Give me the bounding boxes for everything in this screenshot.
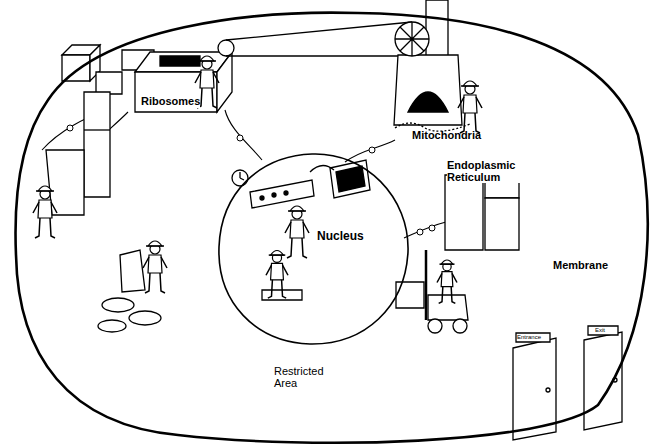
coil [429, 225, 435, 231]
door-sign [516, 333, 550, 342]
panel-button [284, 191, 288, 195]
cell-membrane: NucleusMembrane [8, 5, 653, 445]
forklift-body [428, 295, 468, 320]
furnace [394, 0, 470, 131]
lamp [310, 165, 334, 172]
sack [98, 320, 126, 332]
control-room [232, 160, 370, 300]
node-label: Nucleus [317, 230, 364, 243]
machine-top [135, 52, 232, 72]
monitor-screen [336, 166, 365, 192]
pulley-wheel [395, 22, 429, 56]
cabinet [84, 92, 110, 197]
panel-button [272, 193, 276, 197]
furnace-body [394, 55, 462, 125]
crate [62, 55, 90, 81]
coil [369, 147, 375, 153]
belt [226, 55, 412, 56]
node-outline [8, 5, 653, 445]
storage-area [46, 45, 161, 332]
coil [237, 135, 243, 141]
worker [266, 251, 288, 299]
nucleus-circle: Nucleus [215, 152, 410, 347]
coil [417, 229, 423, 235]
control-panel [250, 180, 314, 208]
clock [232, 170, 248, 186]
wire [404, 222, 446, 238]
sack [129, 311, 161, 325]
door-sign-text: Exit [595, 327, 605, 333]
clock-hands [240, 172, 244, 180]
forklift-wheel [453, 319, 467, 333]
ribosome-machine [122, 40, 234, 112]
part-label: Endoplasmic Reticulum [447, 160, 523, 183]
part-label: Mitochondria [412, 130, 481, 142]
machine-panel [160, 56, 200, 66]
shelf-box [445, 175, 483, 250]
chimney [426, 0, 448, 58]
worker [285, 206, 309, 258]
node-outline [215, 152, 410, 347]
forklift-wheel [428, 319, 442, 333]
sack [102, 298, 134, 312]
panel-button [260, 196, 264, 200]
cabinet-shelf [84, 129, 110, 130]
worker [143, 241, 167, 293]
monitor [330, 160, 370, 198]
forklift-mast [425, 250, 428, 320]
door [584, 332, 622, 430]
outline-path [15, 13, 647, 443]
worker [33, 186, 57, 238]
part-label: Ribosomes [141, 96, 200, 108]
door-sign [588, 326, 618, 335]
pulley-spokes [395, 22, 429, 56]
door-sign-text: Entrance [517, 334, 541, 340]
node-label: Membrane [553, 260, 608, 272]
belt [226, 22, 412, 40]
drive-wheel [218, 40, 234, 56]
wire [225, 110, 262, 160]
door-knob [546, 388, 550, 392]
doors [513, 326, 622, 440]
area-note: Restricted Area [274, 366, 336, 389]
coil [67, 125, 73, 131]
er-warehouse [396, 168, 519, 333]
worker [458, 81, 482, 133]
outline-path [219, 154, 408, 344]
wire [345, 140, 395, 162]
worker [437, 260, 457, 303]
sack-upright [120, 250, 145, 292]
drive-belt [226, 22, 412, 56]
shelf-box [485, 198, 519, 250]
crate [96, 72, 122, 94]
furnace-fire [408, 92, 448, 112]
